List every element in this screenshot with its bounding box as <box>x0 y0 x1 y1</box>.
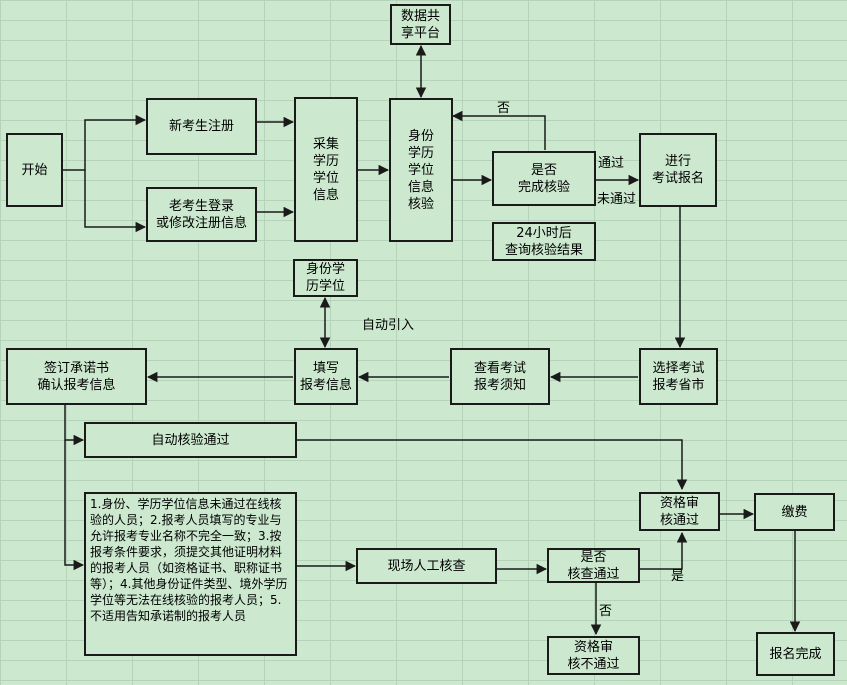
arrow-auto-pass-to-qual <box>297 439 688 491</box>
done-check-node: 是否 完成核验 <box>492 151 596 206</box>
id-edu-node: 身份学 历学位 <box>293 259 358 297</box>
yes-label: 是 <box>671 569 685 584</box>
qual-pass-node: 资格审 核通过 <box>639 492 720 531</box>
onsite-pass-node: 是否 核查通过 <box>547 548 640 583</box>
qual-fail-node: 资格审 核不通过 <box>547 636 640 675</box>
old-login-node: 老考生登录 或修改注册信息 <box>146 187 257 242</box>
arrow-sign-to-manual <box>64 440 85 571</box>
auto-pass-node: 自动核验通过 <box>84 422 297 458</box>
data-platform-node: 数据共 享平台 <box>390 4 451 45</box>
wait-24h-node: 24小时后 查询核验结果 <box>492 222 596 261</box>
onsite-check-node: 现场人工核查 <box>356 548 497 584</box>
verify-info-node: 身份 学历 学位 信息 核验 <box>389 98 453 242</box>
auto-import-label: 自动引入 <box>362 318 415 333</box>
sign-pledge-node: 签订承诺书 确认报考信息 <box>6 348 147 405</box>
fill-info-node: 填写 报考信息 <box>294 348 358 405</box>
finish-node: 报名完成 <box>756 632 835 676</box>
arrow-sign-to-auto-pass <box>64 405 85 446</box>
pass-label: 通过 <box>598 156 625 171</box>
apply-exam-node: 进行 考试报名 <box>639 133 717 207</box>
arrow-done-check-no-back <box>451 110 546 150</box>
collect-info-node: 采集 学历 学位 信息 <box>294 97 358 242</box>
no-label-bottom: 否 <box>599 604 613 619</box>
manual-conditions-note: 1.身份、学历学位信息未通过在线核验的人员；2.报考人员填写的专业与允许报考专业… <box>84 492 297 656</box>
select-city-node: 选择考试 报考省市 <box>639 348 718 405</box>
new-register-node: 新考生注册 <box>146 98 257 155</box>
no-label-top: 否 <box>497 101 511 116</box>
arrow-start-to-old-login <box>84 170 147 233</box>
pay-node: 缴费 <box>754 493 835 531</box>
not-pass-label: 未通过 <box>597 192 637 207</box>
arrow-onsite-pass-yes <box>640 531 688 570</box>
arrow-start-to-new-register <box>63 114 147 171</box>
view-notice-node: 查看考试 报考须知 <box>450 348 550 405</box>
start-node: 开始 <box>6 133 63 207</box>
